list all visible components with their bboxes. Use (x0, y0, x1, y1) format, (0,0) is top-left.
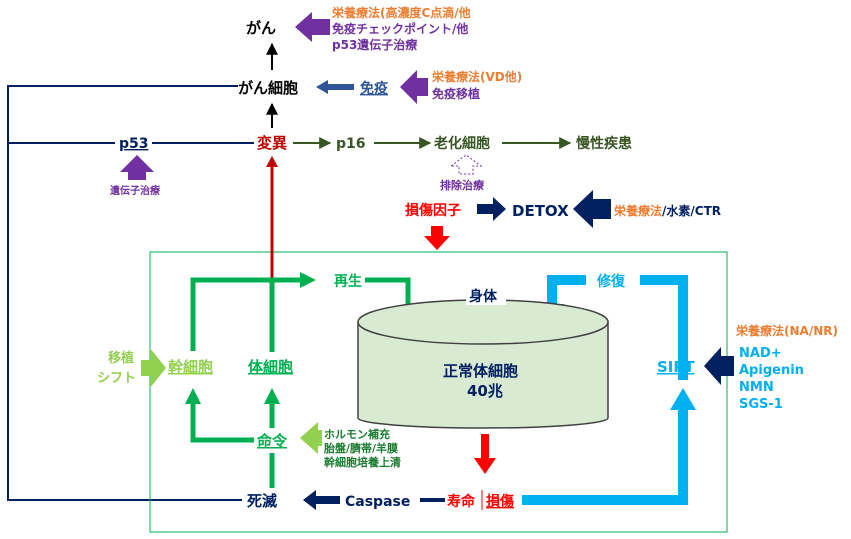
green-path-meirei-kan (190, 402, 254, 443)
cylinder-top (357, 299, 609, 345)
purple-arrow-imm (400, 70, 428, 104)
label-shimetsu: 死滅 (247, 492, 277, 510)
label-rouka: 老化細胞 (434, 135, 490, 152)
label-jumyou: 寿命 (447, 493, 476, 510)
cyan-path-sirt-shufuku (640, 275, 688, 380)
purple-up-arrow-p53 (120, 155, 154, 180)
label-gan-saibou: がん細胞 (238, 79, 298, 97)
lgreen-arrow-ishoku (141, 348, 166, 388)
dotted-up-arrow-haijo (449, 154, 483, 175)
cylinder-body (357, 321, 609, 429)
green-path-saisei-down (365, 277, 411, 310)
label-shintai: 身体 (469, 288, 498, 305)
body-box (149, 251, 728, 533)
cyan-path-songai-sirt (522, 408, 688, 505)
red-down-arrow-jumyou (474, 434, 496, 474)
steel-arrow-meneki (316, 80, 354, 94)
detox-therapy-label: 栄養療法/水素/CTR (613, 203, 721, 218)
label-hormone-1: ホルモン補充 (324, 427, 390, 441)
label-meneki: 免疫 (360, 80, 388, 97)
label-seijou-2: 40兆 (467, 382, 503, 400)
red-arrowhead-heni (266, 156, 278, 167)
label-shufuku: 修復 (596, 273, 626, 290)
label-haijo: 排除治療 (440, 178, 485, 192)
navy-arrow-detox (477, 197, 506, 221)
purple-arrow-top (295, 12, 330, 42)
label-ishoku-2: シフト (97, 371, 136, 386)
label-sirt: SIRT (657, 358, 695, 376)
label-gan: がん (246, 19, 276, 37)
label-tai: 体細胞 (248, 358, 293, 376)
sirt-item-0: NAD+ (739, 346, 782, 361)
cyan-path-shufuku-down (547, 275, 586, 308)
label-saisei: 再生 (334, 273, 362, 290)
label-p16: p16 (336, 136, 366, 152)
label-hormone-3: 幹細胞培養上清 (324, 455, 401, 469)
label-seijou-1: 正常体細胞 (443, 362, 518, 380)
sirt-item-3: SGS-1 (739, 397, 783, 412)
label-idenshi: 遺伝子治療 (109, 184, 160, 197)
label-meirei: 命令 (256, 432, 288, 450)
green-arrowhead-tai (264, 388, 280, 404)
navy-left-arrow-therapy (573, 190, 611, 228)
sirt-therapy: 栄養療法(NA/NR) (735, 323, 838, 338)
lgreen-arrow-hormone (300, 422, 322, 454)
navy-loop-line (7, 85, 242, 501)
label-detox: DETOX (512, 202, 569, 220)
therapy-top-3: p53遺伝子治療 (332, 37, 417, 52)
red-down-arrow-songai (424, 226, 450, 250)
label-mansei: 慢性疾患 (576, 135, 632, 152)
label-heni: 変異 (257, 134, 287, 152)
label-hormone-2: 胎盤/臍帯/羊膜 (323, 441, 398, 455)
navy-left-arrow-caspase (303, 490, 340, 510)
green-arrowhead-kan (185, 388, 201, 404)
label-p53: p53 (119, 136, 149, 152)
sirt-item-1: Apigenin (739, 363, 804, 378)
shintai-bg (466, 287, 506, 305)
label-caspase: Caspase (345, 494, 410, 510)
label-kan: 幹細胞 (168, 358, 213, 376)
therapy-imm-1: 栄養療法(VD他) (431, 69, 522, 84)
green-path-kan-saisei (190, 277, 302, 351)
cyan-arrowhead-sirt (670, 388, 696, 410)
therapy-top-2: 免疫チェックポイント/他 (332, 21, 468, 36)
green-arrowhead-saisei (300, 272, 316, 288)
therapy-top-1: 栄養療法(高濃度C点滴/他 (331, 5, 471, 20)
label-songai2: 損傷 (486, 493, 514, 510)
sirt-item-2: NMN (739, 380, 774, 395)
label-ishoku-1: 移植 (108, 350, 134, 366)
therapy-imm-2: 免疫移植 (432, 86, 480, 101)
label-songai: 損傷因子 (405, 202, 461, 219)
navy-left-arrow-sirt (704, 347, 734, 385)
